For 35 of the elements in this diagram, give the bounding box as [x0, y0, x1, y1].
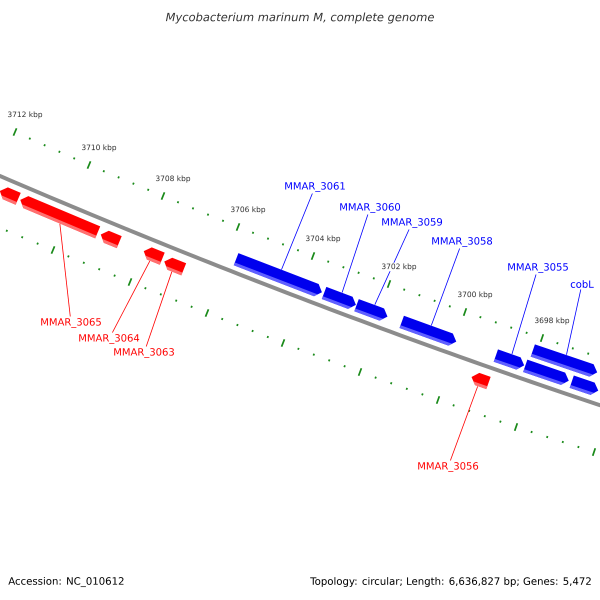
gene-label: MMAR_3060: [340, 203, 400, 213]
gene-feature: [234, 253, 322, 296]
leader-line: [374, 229, 410, 306]
leader-line: [512, 274, 536, 354]
gene-feature: [400, 316, 456, 346]
gene-feature: [322, 286, 356, 309]
gene-feature: [472, 372, 491, 390]
gene-feature: [354, 299, 388, 321]
title: Mycobacterium marinum M, complete genome: [166, 12, 434, 24]
gene-feature: [164, 258, 186, 276]
leader-line: [430, 248, 460, 326]
footer-text: Topology: circular; Length: 6,636,827 bp; Genes: 5,472: [310, 577, 591, 587]
leader-line: [146, 271, 172, 347]
leader-line: [112, 260, 150, 333]
leader-line: [566, 289, 582, 356]
gene-label: MMAR_3063: [114, 348, 174, 358]
leader-line: [281, 193, 313, 270]
gene-label: MMAR_3061: [285, 182, 345, 192]
gene-feature: [144, 247, 165, 265]
gene-feature: [100, 230, 122, 248]
gene-label: MMAR_3065: [41, 318, 101, 328]
gene-feature: [494, 349, 524, 370]
gene-feature: [0, 187, 21, 205]
gene-label: MMAR_3058: [432, 237, 492, 247]
gene-label: MMAR_3056: [418, 462, 478, 472]
leader-line: [450, 386, 478, 461]
leader-line: [342, 214, 368, 293]
gene-label: MMAR_3055: [508, 263, 568, 273]
leader-line: [59, 223, 71, 317]
gene-feature: [570, 376, 598, 395]
gene-feature: [20, 196, 100, 238]
gene-label: MMAR_3064: [79, 334, 140, 344]
gene-label: MMAR_3059: [382, 218, 442, 228]
gene-label: cobL: [570, 280, 594, 288]
footer-text: Accession: NC_010612: [8, 576, 124, 588]
